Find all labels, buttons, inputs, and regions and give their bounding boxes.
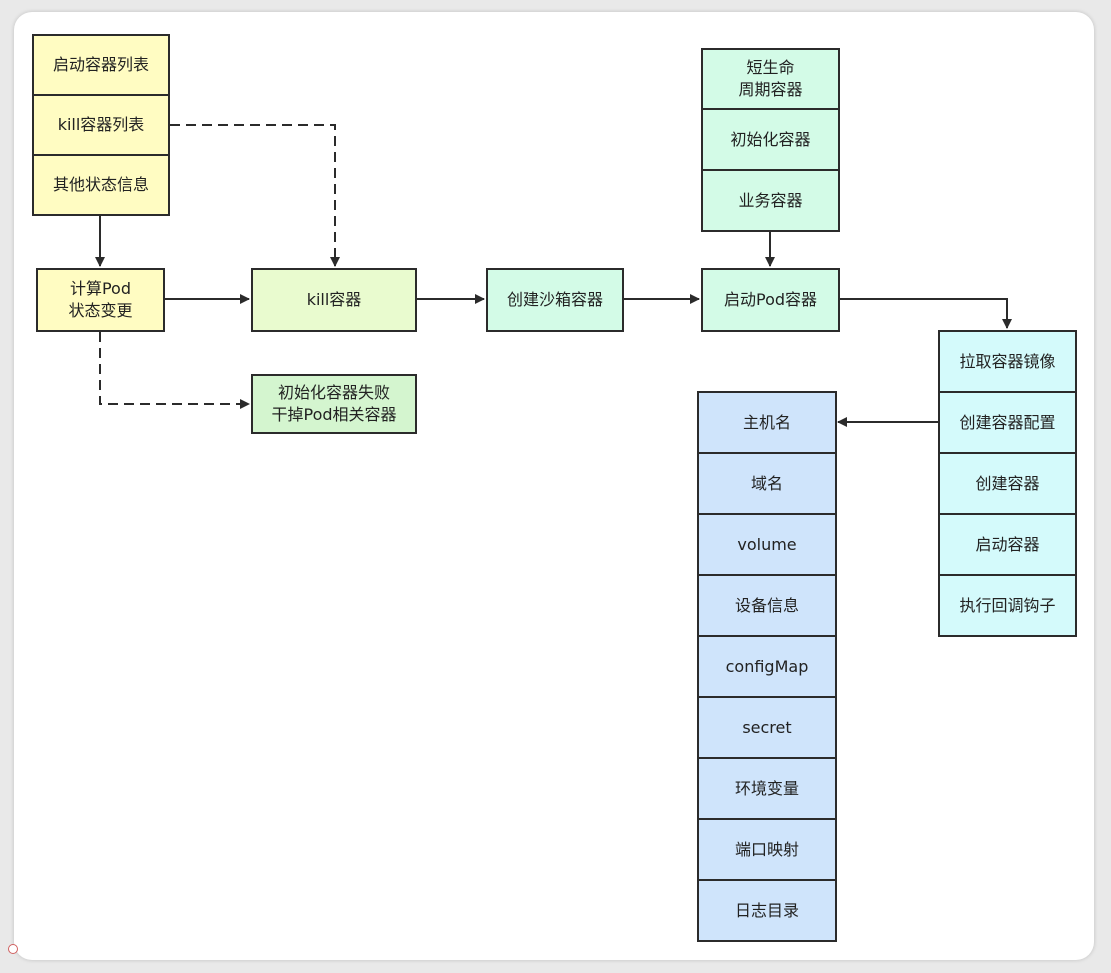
config-configmap: configMap bbox=[697, 635, 837, 698]
step-exec-hooks: 执行回调钩子 bbox=[938, 574, 1077, 637]
status-item-kill-list: kill容器列表 bbox=[32, 94, 170, 156]
arrow-killlist-to-kill bbox=[170, 124, 340, 267]
arrow-compute-to-initfail bbox=[99, 332, 250, 409]
kill-containers-node: kill容器 bbox=[251, 268, 417, 332]
step-create-container: 创建容器 bbox=[938, 452, 1077, 515]
container-type-business: 业务容器 bbox=[701, 169, 840, 232]
status-item-other-info: 其他状态信息 bbox=[32, 154, 170, 216]
config-env-vars: 环境变量 bbox=[697, 757, 837, 820]
config-domain: 域名 bbox=[697, 452, 837, 515]
diagram-canvas bbox=[14, 12, 1094, 960]
config-log-dir: 日志目录 bbox=[697, 879, 837, 942]
config-volume: volume bbox=[697, 513, 837, 576]
config-port-mapping: 端口映射 bbox=[697, 818, 837, 881]
step-pull-image: 拉取容器镜像 bbox=[938, 330, 1077, 393]
init-fail-node: 初始化容器失败 干掉Pod相关容器 bbox=[251, 374, 417, 434]
container-type-ephemeral: 短生命 周期容器 bbox=[701, 48, 840, 110]
status-item-start-list: 启动容器列表 bbox=[32, 34, 170, 96]
config-secret: secret bbox=[697, 696, 837, 759]
config-hostname: 主机名 bbox=[697, 391, 837, 454]
corner-marker bbox=[8, 944, 18, 954]
compute-pod-status-node: 计算Pod 状态变更 bbox=[36, 268, 165, 332]
step-create-config: 创建容器配置 bbox=[938, 391, 1077, 454]
start-pod-containers-node: 启动Pod容器 bbox=[701, 268, 840, 332]
step-start-container: 启动容器 bbox=[938, 513, 1077, 576]
create-sandbox-node: 创建沙箱容器 bbox=[486, 268, 624, 332]
config-device-info: 设备信息 bbox=[697, 574, 837, 637]
arrow-startpod-to-steps bbox=[840, 298, 1012, 329]
container-type-init: 初始化容器 bbox=[701, 108, 840, 171]
